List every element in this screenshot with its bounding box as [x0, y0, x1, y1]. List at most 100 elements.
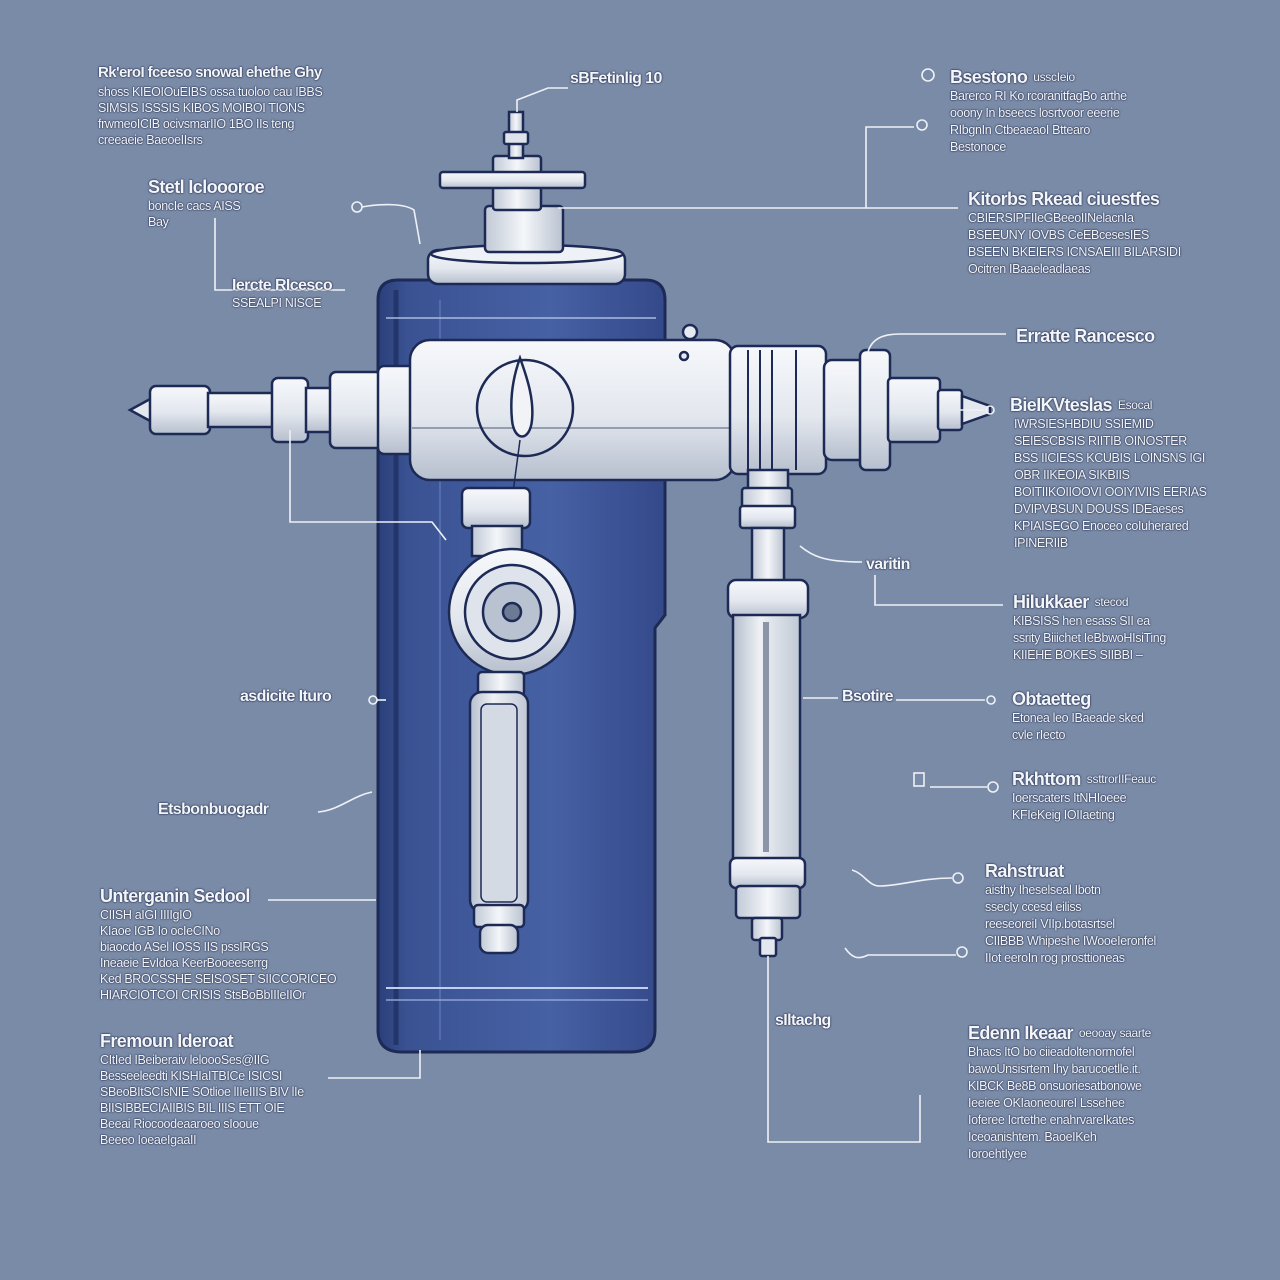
callout-title: Rk'eroI fceeso snowaI ehethe Ghy — [98, 64, 322, 81]
callout-line: Ieeiee OKIaoneoureI Lssehee — [968, 1096, 1125, 1110]
valve-handle — [438, 170, 587, 190]
callout-line: CBIERSIPFIIeGBeeoIINelacnIa — [968, 211, 1134, 225]
gauge-center — [501, 601, 523, 623]
callout-title: Fremoun Ideroat — [100, 1031, 234, 1051]
callout-title: Iercte RIcesco — [232, 277, 333, 294]
gauge-connector — [460, 486, 532, 530]
callout-line: Barerco RI Ko rcoranitfagBo arthe — [950, 89, 1127, 103]
callout-line: Ked BROCSSHE SEISOSET SIICCORICEO — [100, 972, 337, 986]
callout-lines: CItIed IBeiberaiv leloooSes@IIG Besseelee… — [100, 1052, 304, 1148]
callout-line: cvle rIecto — [1012, 728, 1066, 742]
leader-right-8 — [851, 869, 953, 887]
leader-right-5 — [874, 575, 1003, 606]
housing-bolt-small — [678, 350, 690, 362]
callout-dot — [921, 68, 935, 82]
callout-title: Rahstruat — [985, 861, 1064, 881]
callout-line: IIot eeroIn rog prosttioneas — [985, 951, 1125, 965]
callout-right-1: Kitorbs Rkead ciuestfes CBIERSIPFIIeGBee… — [968, 188, 1181, 278]
callout-title: varitin — [866, 556, 910, 573]
leader-left-d — [328, 1050, 421, 1079]
callout-line: KIIEHE BOKES SIIBBI – — [1013, 648, 1143, 662]
filter-outlet — [750, 916, 784, 942]
callout-tag: oeooay saarte — [1078, 1026, 1152, 1040]
callout-line: KIBSISS hen esass SII ea — [1013, 614, 1150, 628]
callout-line: BIISIBBECIAIIBIS BIL IIIS ETT OIE — [100, 1101, 285, 1115]
callout-line: CIIBBB Whipeshe IWooeIeronfel — [985, 934, 1156, 948]
callout-lines: KIBSISS hen esass SII ea ssrity Biiichet … — [1013, 613, 1166, 664]
callout-dot — [987, 781, 999, 793]
top-valve — [426, 110, 627, 286]
callout-line: KPIAISEGO Enoceo coIuherared — [1014, 519, 1189, 533]
callout-lines: SSEALPI NISCE — [232, 295, 332, 311]
callout-line: IoroehtIyee — [968, 1147, 1027, 1161]
filter-valve — [738, 504, 797, 530]
callout-title: Obtaetteg — [1012, 689, 1091, 709]
callout-line: BSEEN BKEIERS ICNSAEIII BILARSIDI — [968, 245, 1181, 259]
callout-line: BSS IICIESS KCUBIS LOINSNS IGI — [1014, 451, 1205, 465]
callout-line: IPINERIIB — [1014, 536, 1068, 550]
callout-line: Ioerscaters ItNHIoeee — [1012, 791, 1127, 805]
callout-line: reeseoreiI VIIp.botasrtsel — [985, 917, 1115, 931]
callout-dot — [368, 695, 378, 705]
leader-bottom-right — [767, 956, 921, 1143]
filter-bottom-fitting — [734, 884, 802, 920]
leader-left-b — [317, 791, 373, 813]
leader-lines — [214, 68, 1006, 1143]
callout-line: OBR IIKEOIA SIKBIIS — [1014, 468, 1130, 482]
leader-right-2 — [867, 333, 1006, 353]
callout-line: bawoUnsisrtem Ihy barucoetlle.it. — [968, 1062, 1141, 1076]
callout-line: SIMSIS ISSSIS KIBOS MOIBOI TIONS — [98, 101, 305, 115]
callout-line: SEIESCBSIS RIITIB OINOSTER — [1014, 434, 1187, 448]
callout-line: aisthy Iheselseal Ibotn — [985, 883, 1101, 897]
callout-title: Kitorbs Rkead ciuestfes — [968, 189, 1160, 209]
callout-line: IWRSIESHBDIU SSIEMID — [1014, 417, 1154, 431]
callout-line: Ioferee Icrtethe enahrvareIkates — [968, 1113, 1134, 1127]
callout-line: Ineaeie EvIdoa KeerBooeeserrg — [100, 956, 268, 970]
callout-left-a: asdicite Ituro — [240, 688, 332, 706]
callout-right-5: Hilukkaer stecod KIBSISS hen esass SII ea… — [1013, 591, 1166, 664]
callout-line: Ocitren IBaaeleadlaeas — [968, 262, 1091, 276]
callout-line: KIaoe IGB Io ocIeCINo — [100, 924, 220, 938]
right-ribbed-collar — [728, 344, 828, 476]
label-bsotire: Bsotire — [842, 688, 894, 706]
callout-tag: usscIeio — [1033, 70, 1075, 84]
filter-nozzle — [758, 936, 778, 958]
tube-bottom-cap — [478, 923, 520, 955]
callout-left-d: Fremoun Ideroat CItIed IBeiberaiv lelooo… — [100, 1030, 304, 1148]
callout-title: Hilukkaer — [1013, 592, 1089, 612]
callout-line: CItIed IBeiberaiv leloooSes@IIG — [100, 1053, 270, 1067]
callout-line: creeaeie BaeoeIIsrs — [98, 133, 203, 147]
leader-right-8b — [844, 947, 956, 959]
callout-line: frwmeoICIB ocivsmarIIO 1BO IIs teng — [98, 117, 295, 131]
callout-title: Bsotire — [842, 688, 894, 705]
valve-stem-knob — [502, 130, 530, 146]
callout-line: CIISH aIGI IIIIgIO — [100, 908, 192, 922]
callout-tag: stecod — [1094, 595, 1129, 609]
callout-dot — [952, 872, 964, 884]
callout-line: Beeai Riocoodeaaroeo sIooue — [100, 1117, 259, 1131]
callout-line: boncIe cacs AISS — [148, 199, 241, 213]
callout-line: Iceoanishtem. BaoeIKeh — [968, 1130, 1097, 1144]
leader-left-mid — [214, 218, 345, 291]
housing-bolt — [681, 323, 699, 341]
callout-line: ssrity Biiichet IeBbwoHIsiTing — [1013, 631, 1166, 645]
callout-dot — [916, 119, 928, 131]
left-pipe-tip — [127, 395, 154, 425]
callout-line: Besseeleedti KISHIaITBICe ISICSI — [100, 1069, 282, 1083]
callout-line: SBeoBItSCIsNIE SOtlioe lIIeIIIS BIV lIe — [100, 1085, 304, 1099]
callout-line: KFIeKeig IOIIaeting — [1012, 808, 1115, 822]
callout-title: sIltachg — [775, 1012, 831, 1029]
filter-cap — [726, 578, 810, 620]
callout-top-left: Rk'eroI fceeso snowaI ehethe Ghy shoss K… — [98, 62, 323, 148]
callout-right-2: Erratte Rancesco — [1016, 325, 1155, 347]
